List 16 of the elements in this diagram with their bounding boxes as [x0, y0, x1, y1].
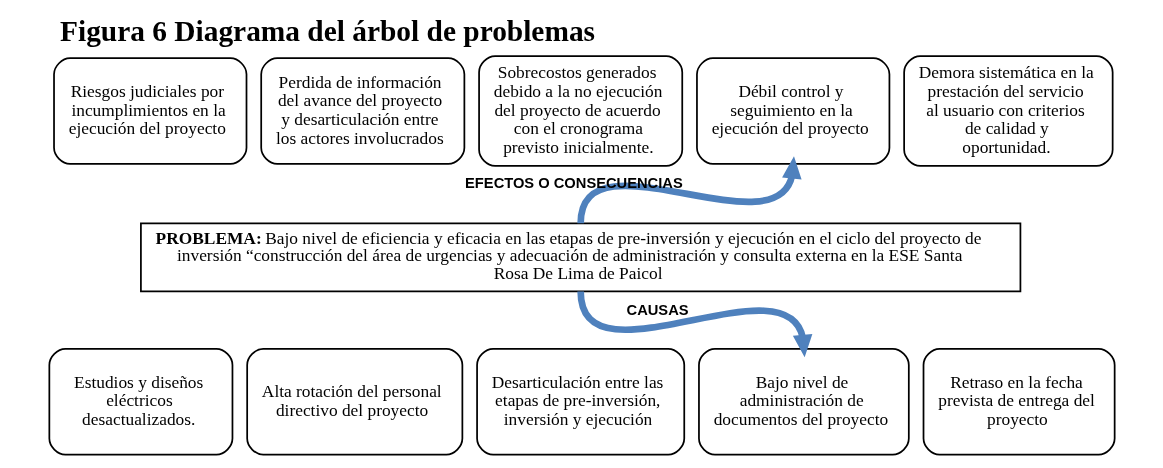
node-box: Alta rotación del personal directivo del proyecto — [245, 348, 463, 456]
edge-label: EFECTOS O CONSECUENCIAS — [464, 175, 683, 192]
diagram-title: Figura 6 Diagrama del árbol de problemas — [59, 14, 595, 47]
edge-label: CAUSAS — [626, 301, 689, 318]
node-box: Estudios y diseños eléctricos desactualizados. — [48, 348, 233, 456]
arrow — [576, 290, 812, 358]
arrow — [576, 156, 802, 224]
node-box: Demora sistemática en la prestación del servicio al usuario con criterios de calidad y oportunidad. — [902, 55, 1113, 167]
node-box: Bajo nivel de administración de documentos del proyecto — [697, 348, 910, 456]
node-box: Desarticulación entre las etapas de pre-inversión, inversión y ejecución — [475, 348, 685, 456]
node-box: Perdida de información del avance del proyecto y desarticulación entre los actores involucrados — [259, 57, 465, 165]
node-box: Retraso en la fecha prevista de entrega del proyecto — [922, 348, 1115, 456]
node-box: Riesgos judiciales por incumplimientos en la ejecución del proyecto — [52, 57, 247, 165]
node-box: Sobrecostos generados debido a la no ejecución del proyecto de acuerdo con el cronograma previsto inicialmente. — [477, 55, 683, 167]
node-box: PROBLEMA: Bajo nivel de eficiencia y eficacia en las etapas de pre-inversión y ejecución en el ciclo del proyecto de inversión “construcción del área de urgencias y adecuación de administración y consulta externa en la ESE Santa Rosa De Lima de Paicol — [139, 222, 1021, 293]
node-box: Débil control y seguimiento en la ejecución del proyecto — [695, 57, 890, 165]
